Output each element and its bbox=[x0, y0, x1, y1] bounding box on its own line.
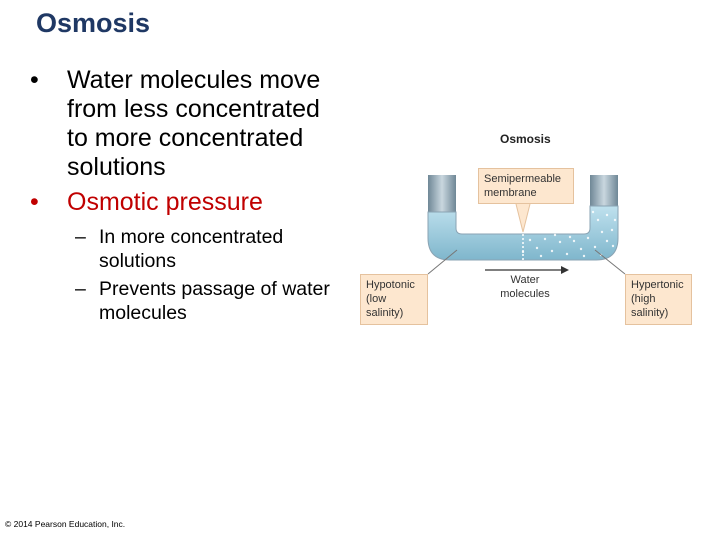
osmosis-figure: Osmosis Semipermeable membrane Water mol… bbox=[355, 120, 695, 338]
hypertonic-label: Hypertonic (high salinity) bbox=[625, 274, 692, 325]
water-arrow-head-icon bbox=[561, 266, 569, 274]
u-tube-liquid bbox=[427, 205, 619, 261]
hypertonic-leader bbox=[594, 249, 626, 275]
subbullet-marker: – bbox=[75, 226, 86, 248]
subbullet-marker: – bbox=[75, 278, 86, 300]
membrane-label: Semipermeable membrane bbox=[478, 168, 574, 204]
hypotonic-label: Hypotonic (low salinity) bbox=[360, 274, 428, 325]
bullet-marker: • bbox=[30, 188, 39, 216]
bullet-marker: • bbox=[30, 66, 39, 94]
subbullet-text: Prevents passage of water molecules bbox=[99, 278, 330, 324]
subbullet-text: In more concentrated solutions bbox=[99, 226, 284, 272]
figure-label: Osmosis bbox=[500, 132, 551, 146]
u-tube-diagram bbox=[427, 175, 626, 275]
bullet-text: Water molecules move from less concentra… bbox=[67, 66, 321, 181]
water-molecules-label: Water molecules bbox=[500, 274, 550, 300]
subbullet-item: – Prevents passage of water molecules bbox=[30, 277, 340, 325]
membrane-pointer bbox=[515, 203, 531, 233]
subbullet-item: – In more concentrated solutions bbox=[30, 225, 340, 273]
bullet-item: • Osmotic pressure bbox=[30, 188, 340, 217]
bullet-list: • Water molecules move from less concent… bbox=[30, 66, 340, 325]
hypotonic-leader bbox=[427, 249, 458, 275]
left-tube-glass bbox=[428, 175, 456, 215]
copyright-notice: © 2014 Pearson Education, Inc. bbox=[5, 519, 126, 529]
slide-title: Osmosis bbox=[36, 8, 151, 38]
bullet-item: • Water molecules move from less concent… bbox=[30, 66, 340, 182]
bullet-text: Osmotic pressure bbox=[67, 188, 263, 216]
